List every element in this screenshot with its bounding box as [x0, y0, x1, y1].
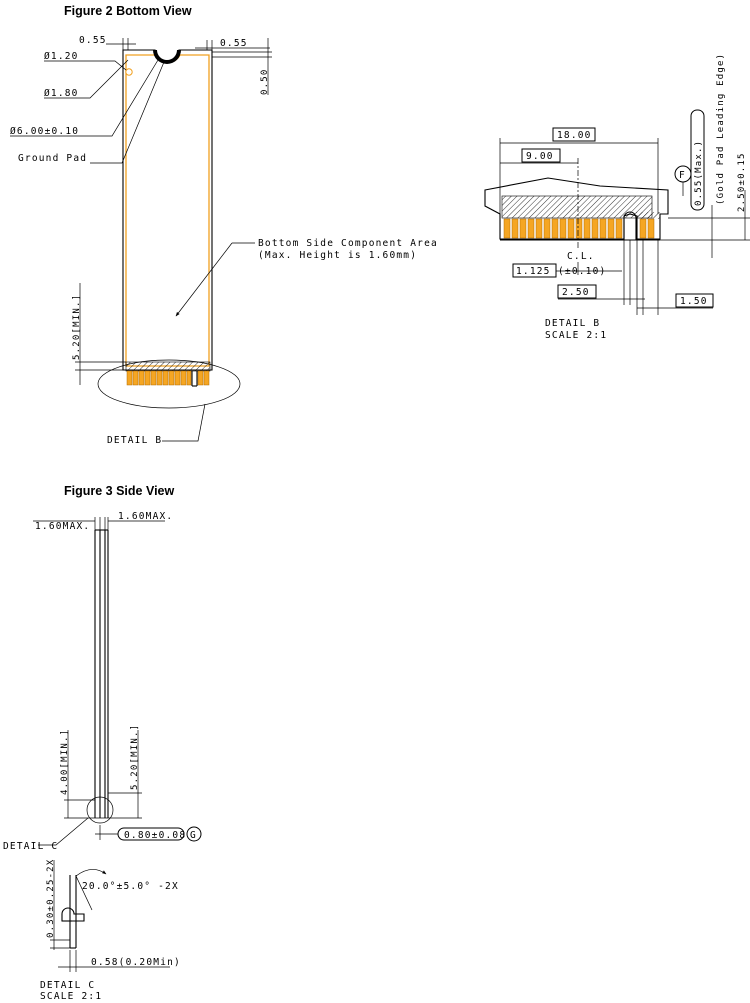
label-centerline: C.L. — [567, 251, 595, 262]
mounting-hole-small — [125, 68, 133, 76]
dim-top-right: 0.55 — [220, 38, 248, 49]
detail-b-caption-2: SCALE 2:1 — [545, 330, 607, 341]
dim-width-half: 9.00 — [526, 151, 554, 162]
detail-b-board — [484, 177, 669, 240]
detail-b-fingers — [503, 218, 655, 239]
note-lead-edge: (Gold Pad Leading Edge) — [716, 53, 726, 205]
datum-g: G — [190, 830, 197, 841]
dim-cl-offset: 1.125 — [516, 266, 551, 277]
dim-pcb-thickness: 0.80±0.08 — [124, 830, 186, 841]
dim-key-offset: 2.50 — [562, 287, 590, 298]
detail-b: 18.00 9.00 C.L. 1.125 (±0.10) 2.50 1.50 … — [484, 53, 750, 341]
connector-hatch — [125, 361, 211, 372]
label-detail-c-ref: DETAIL C — [3, 841, 58, 852]
label-ground-pad: Ground Pad — [18, 153, 87, 164]
datum-f: F — [679, 170, 686, 181]
dim-right-height: 0.50 — [260, 69, 270, 95]
dim-cl-offset-tol: (±0.10) — [558, 266, 606, 277]
dim-hole-small: Ø1.20 — [44, 51, 79, 62]
detail-c: 20.0°±5.0° -2X 0.30±0.25-2X 0.58(0.20Min… — [40, 859, 181, 1002]
dim-hole-medium: Ø1.80 — [44, 88, 79, 99]
label-detail-b-ref: DETAIL B — [107, 435, 162, 446]
dim-lead-edge: 0.55(Max.) — [694, 140, 704, 206]
detail-c-component — [61, 907, 85, 922]
label-component-area-2: (Max. Height is 1.60mm) — [258, 250, 417, 261]
figure2-title: Figure 2 Bottom View — [64, 4, 192, 18]
dim-chamfer-height: 0.30±0.25-2X — [46, 859, 56, 938]
gold-fingers — [126, 370, 210, 386]
detail-b-caption-1: DETAIL B — [545, 318, 600, 329]
board-outline — [122, 49, 213, 371]
dim-chamfer-width: 0.58(0.20Min) — [91, 957, 181, 968]
detail-b-ellipse — [97, 359, 241, 409]
component-area-outline — [125, 54, 210, 367]
label-component-area-1: Bottom Side Component Area — [258, 238, 438, 249]
dim-min-left: 4.00[MIN.] — [60, 729, 70, 795]
dim-top-left: 0.55 — [79, 35, 107, 46]
dim-angle: 20.0°±5.0° -2X — [82, 881, 179, 892]
dim-thickness-left: 1.60MAX. — [35, 521, 90, 532]
dim-hole-large: Ø6.00±0.10 — [10, 126, 79, 137]
figure3-title: Figure 3 Side View — [64, 484, 175, 498]
dim-thickness-right: 1.60MAX. — [118, 511, 173, 522]
dim-key-width: 1.50 — [680, 296, 708, 307]
side-view: 1.60MAX. 1.60MAX. 4.00[MIN.] 5.20[MIN.] … — [3, 511, 202, 852]
bottom-view: 0.55 0.55 0.50 Ø1.20 Ø1.80 Ø6.00±0.10 Gr… — [10, 35, 438, 446]
ground-pad — [153, 50, 181, 64]
detail-c-caption-2: SCALE 2:1 — [40, 991, 102, 1002]
dim-height: 2.50±0.15 — [737, 152, 747, 212]
detail-c-circle — [86, 796, 114, 824]
dim-min-right: 5.20[MIN.] — [130, 724, 140, 790]
dim-width-total: 18.00 — [557, 130, 592, 141]
dim-min-length: 5.20[MIN.] — [72, 294, 82, 360]
detail-c-caption-1: DETAIL C — [40, 980, 95, 991]
